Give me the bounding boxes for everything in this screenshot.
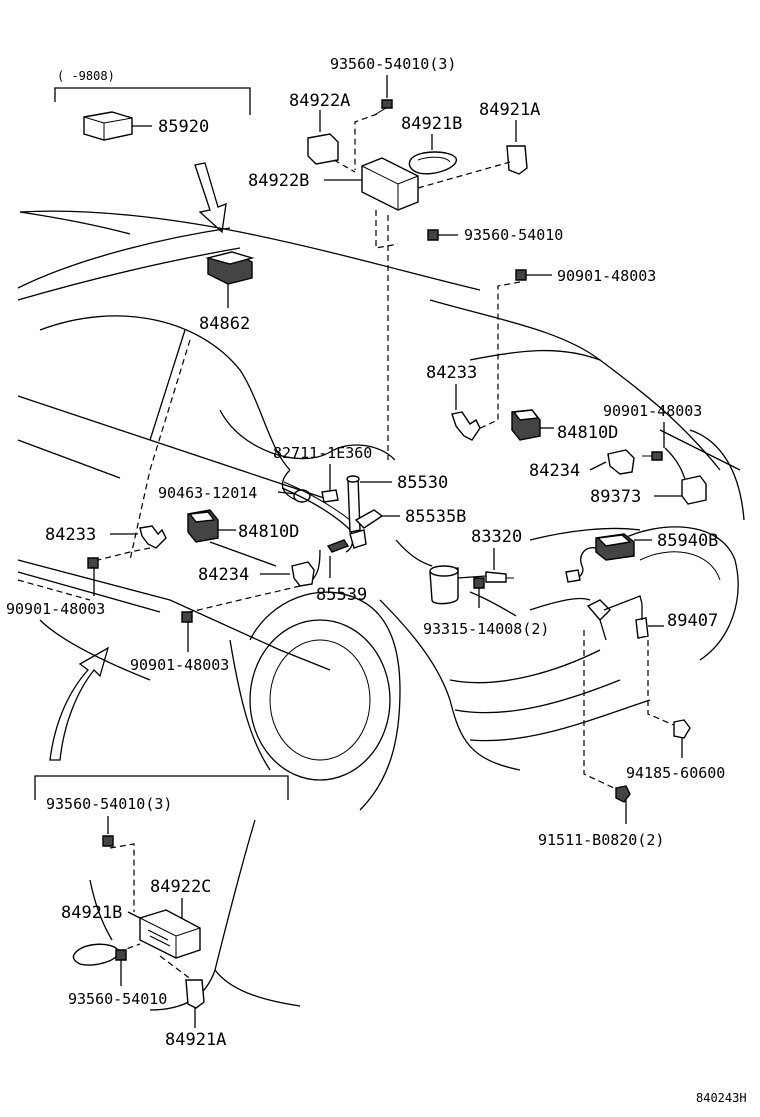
inset-top-left: ( -9808) 85920 <box>54 69 251 234</box>
label-84922A: 84922A <box>289 91 350 111</box>
label-84921A-bot: 84921A <box>165 1030 226 1050</box>
label-90901-48003-a: 90901-48003 <box>557 267 656 285</box>
document-code: 840243H <box>696 1091 747 1105</box>
inset-date-label: ( -9808) <box>57 69 115 83</box>
label-90901-48003-d: 90901-48003 <box>130 656 229 674</box>
label-84921A-top: 84921A <box>479 100 540 120</box>
label-85530: 85530 <box>397 473 448 493</box>
inset-bottom-left: 93560-54010(3) 84922C 84921B 93560-54010… <box>34 775 301 1050</box>
label-93315-14008-2: 93315-14008(2) <box>423 620 549 638</box>
label-91511-B0820-2: 91511-B0820(2) <box>538 831 664 849</box>
ecu-group-top: 93560-54010(3) 84922A 84921B 84921A 8492… <box>248 55 563 249</box>
label-84234-right: 84234 <box>529 461 580 481</box>
label-90463-12014: 90463-12014 <box>158 484 257 502</box>
label-93560-54010-bot: 93560-54010 <box>68 990 167 1008</box>
label-84921B-bot: 84921B <box>61 903 122 923</box>
label-84862: 84862 <box>199 314 250 334</box>
label-85535B: 85535B <box>405 507 466 527</box>
label-84810D-left: 84810D <box>238 522 299 542</box>
part-84862: 84862 <box>199 251 255 334</box>
label-84233-left: 84233 <box>45 525 96 545</box>
label-89373: 89373 <box>590 487 641 507</box>
label-84922C: 84922C <box>150 877 211 897</box>
label-94185-60600: 94185-60600 <box>626 764 725 782</box>
label-85920: 85920 <box>158 117 209 137</box>
label-85539: 85539 <box>316 585 367 605</box>
label-84234-left: 84234 <box>198 565 249 585</box>
label-84810D-right: 84810D <box>557 423 618 443</box>
label-82711-1E360: 82711-1E360 <box>273 444 372 462</box>
left-sensor-group: 84233 84810D 90901-48003 84234 90901-480… <box>6 509 315 761</box>
label-84233-right: 84233 <box>426 363 477 383</box>
leveling-sensor-group: 85940B 89407 94185-60600 91511-B0820(2) <box>529 527 725 849</box>
right-upper-group: 90901-48003 84233 84810D 90901-48003 842… <box>426 267 707 507</box>
tank-sensor-group: 83320 93315-14008(2) <box>423 527 549 638</box>
label-85940B: 85940B <box>657 531 718 551</box>
label-90901-48003-b: 90901-48003 <box>603 402 702 420</box>
label-93560-54010-3-bot: 93560-54010(3) <box>46 795 172 813</box>
label-93560-54010-3-top: 93560-54010(3) <box>330 55 456 73</box>
label-83320: 83320 <box>471 527 522 547</box>
car-body-outline <box>17 210 745 811</box>
label-84922B: 84922B <box>248 171 309 191</box>
label-90901-48003-c: 90901-48003 <box>6 600 105 618</box>
label-84921B-top: 84921B <box>401 114 462 134</box>
label-89407: 89407 <box>667 611 718 631</box>
label-93560-54010-top: 93560-54010 <box>464 226 563 244</box>
center-hose-group: 82711-1E360 90463-12014 85530 85535B 855… <box>158 444 466 605</box>
